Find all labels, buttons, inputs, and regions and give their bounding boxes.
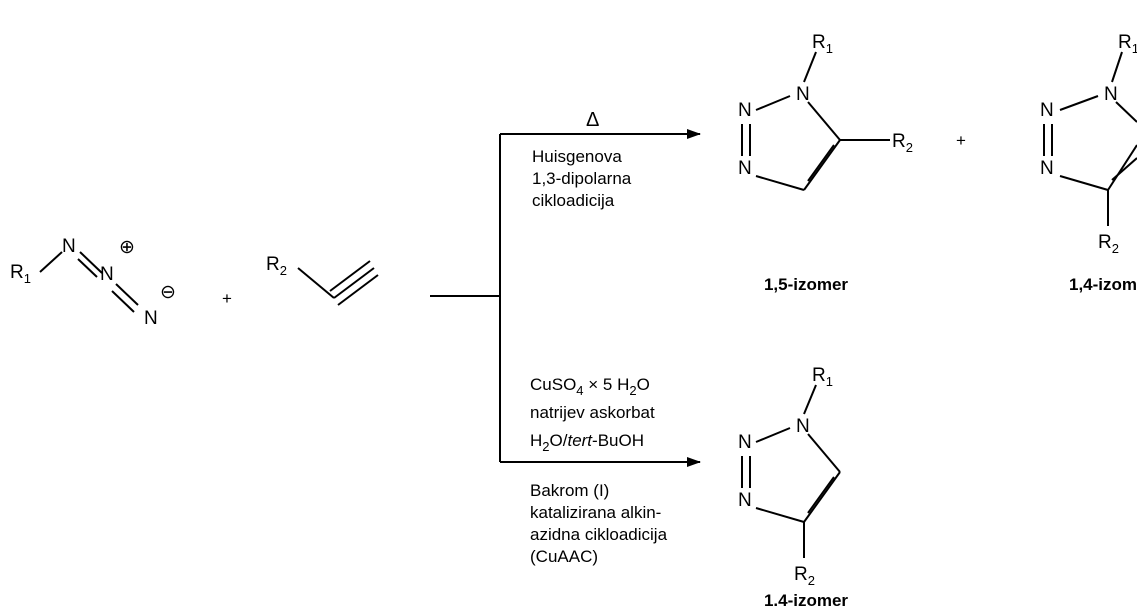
p14c-c5-n1-bond — [807, 433, 841, 473]
p14c-n3-c4-bond — [755, 507, 805, 523]
azide-n3: N — [144, 308, 158, 329]
alkyne-triple-bond-c — [329, 260, 371, 292]
p14c-n3: N — [738, 490, 752, 511]
thermal-text-line-2: 1,3-dipolarna — [532, 169, 632, 188]
azide-n1: N — [62, 236, 76, 257]
p15-r2-label: R2 — [892, 131, 913, 155]
thermal-text-line-3: cikloadicija — [532, 191, 615, 210]
reaction-arrows — [430, 129, 701, 467]
p14c-c4-c5-bond-a — [803, 471, 841, 523]
catalytic-reagent-1: CuSO4 × 5 H2O — [530, 375, 650, 398]
product-1-4-isomer-thermal: R1 N N N R2 — [1040, 32, 1137, 256]
p14t-n2: N — [1040, 100, 1054, 121]
p14t-n3: N — [1040, 158, 1054, 179]
azide-bond-1 — [39, 251, 63, 273]
azide-bond-2a — [79, 251, 103, 274]
catalytic-text-line-3: azidna cikloadicija — [530, 525, 668, 544]
p15-n2: N — [738, 100, 752, 121]
alkyne-bond-1 — [297, 267, 335, 299]
azide-r1-label: R1 — [10, 262, 31, 286]
p14c-r1-bond — [803, 384, 817, 415]
label-1-4-izomer-catalytic: 1.4-izomer — [764, 591, 848, 610]
p14c-n1-n2-bond — [755, 427, 791, 443]
product-1-5-isomer: R1 N N N R2 — [738, 32, 913, 191]
p15-r1-label: R1 — [812, 32, 833, 56]
catalytic-text-line-1: Bakrom (I) — [530, 481, 609, 500]
azide-bond-3b — [111, 290, 135, 313]
label-1-5-izomer: 1,5-izomer — [764, 275, 848, 294]
p14t-r2-label: R2 — [1098, 232, 1119, 256]
p14t-c4-c5-bond-a — [1107, 144, 1137, 191]
p15-r1-bond — [803, 51, 817, 83]
catalytic-text-line-4: (CuAAC) — [530, 547, 598, 566]
p15-c5-n1-bond — [807, 101, 841, 141]
catalytic-reagent-3: H2O/tert-BuOH — [530, 431, 644, 454]
products-plus-sign: + — [956, 131, 966, 150]
p14c-r1-label: R1 — [812, 365, 833, 389]
azide-plus-charge: ⊕ — [119, 237, 135, 258]
product-1-4-isomer-catalytic: R1 N N N R2 — [738, 365, 841, 588]
p14t-n1: N — [1104, 84, 1118, 105]
azide-minus-charge: ⊖ — [160, 282, 176, 303]
azide-molecule: R1 N N ⊕ N ⊖ — [10, 236, 176, 329]
p14c-r2-label: R2 — [794, 564, 815, 588]
heat-delta-symbol: Δ — [586, 109, 599, 131]
p14t-n1-n2-bond — [1059, 95, 1099, 111]
azide-n2: N — [100, 264, 114, 285]
alkyne-triple-bond-a — [333, 267, 375, 299]
p15-n1-n2-bond — [755, 95, 791, 111]
p15-n1: N — [796, 84, 810, 105]
p14c-n1: N — [796, 416, 810, 437]
azide-bond-3a — [115, 283, 139, 306]
catalytic-text-line-2: katalizirana alkin- — [530, 503, 661, 522]
label-1-4-izomer-thermal: 1,4-izomer — [1069, 275, 1137, 294]
p14t-r1-label: R1 — [1118, 32, 1137, 56]
p14t-r1-bond — [1111, 51, 1123, 83]
alkyne-molecule: R2 — [266, 254, 379, 306]
alkyne-r2-label: R2 — [266, 254, 287, 278]
p15-c4-c5-bond-b — [807, 144, 835, 182]
alkyne-triple-bond-b — [337, 274, 379, 306]
catalytic-reagent-2: natrijev askorbat — [530, 403, 655, 422]
p14c-n2: N — [738, 432, 752, 453]
p15-n3-c4-bond — [755, 175, 805, 191]
p14t-c4-c5-bond-b — [1111, 157, 1137, 181]
azide-bond-2b — [77, 258, 98, 278]
reactant-plus-sign: + — [222, 289, 232, 308]
p14c-c4-c5-bond-b — [807, 476, 835, 514]
p14t-n3-c4-bond — [1059, 175, 1109, 191]
thermal-text-line-1: Huisgenova — [532, 147, 622, 166]
p14t-n1-c5-bond — [1115, 101, 1137, 123]
p15-c4-c5-bond-a — [803, 139, 841, 191]
p15-n3: N — [738, 158, 752, 179]
